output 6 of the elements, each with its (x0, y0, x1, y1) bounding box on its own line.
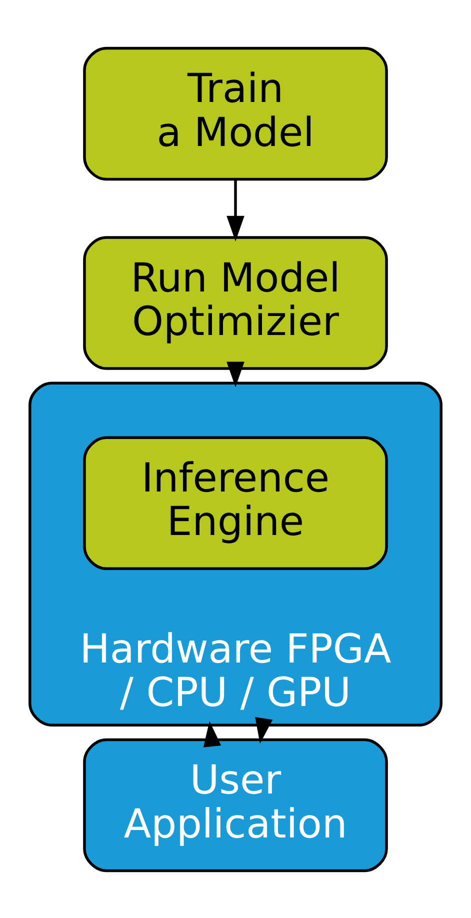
arrow (226, 361, 244, 387)
arrow (203, 720, 222, 747)
node-box: Inference Engine (83, 436, 388, 570)
arrow (226, 178, 244, 241)
node-box: Train a Model (83, 46, 388, 180)
arrow (255, 716, 273, 744)
